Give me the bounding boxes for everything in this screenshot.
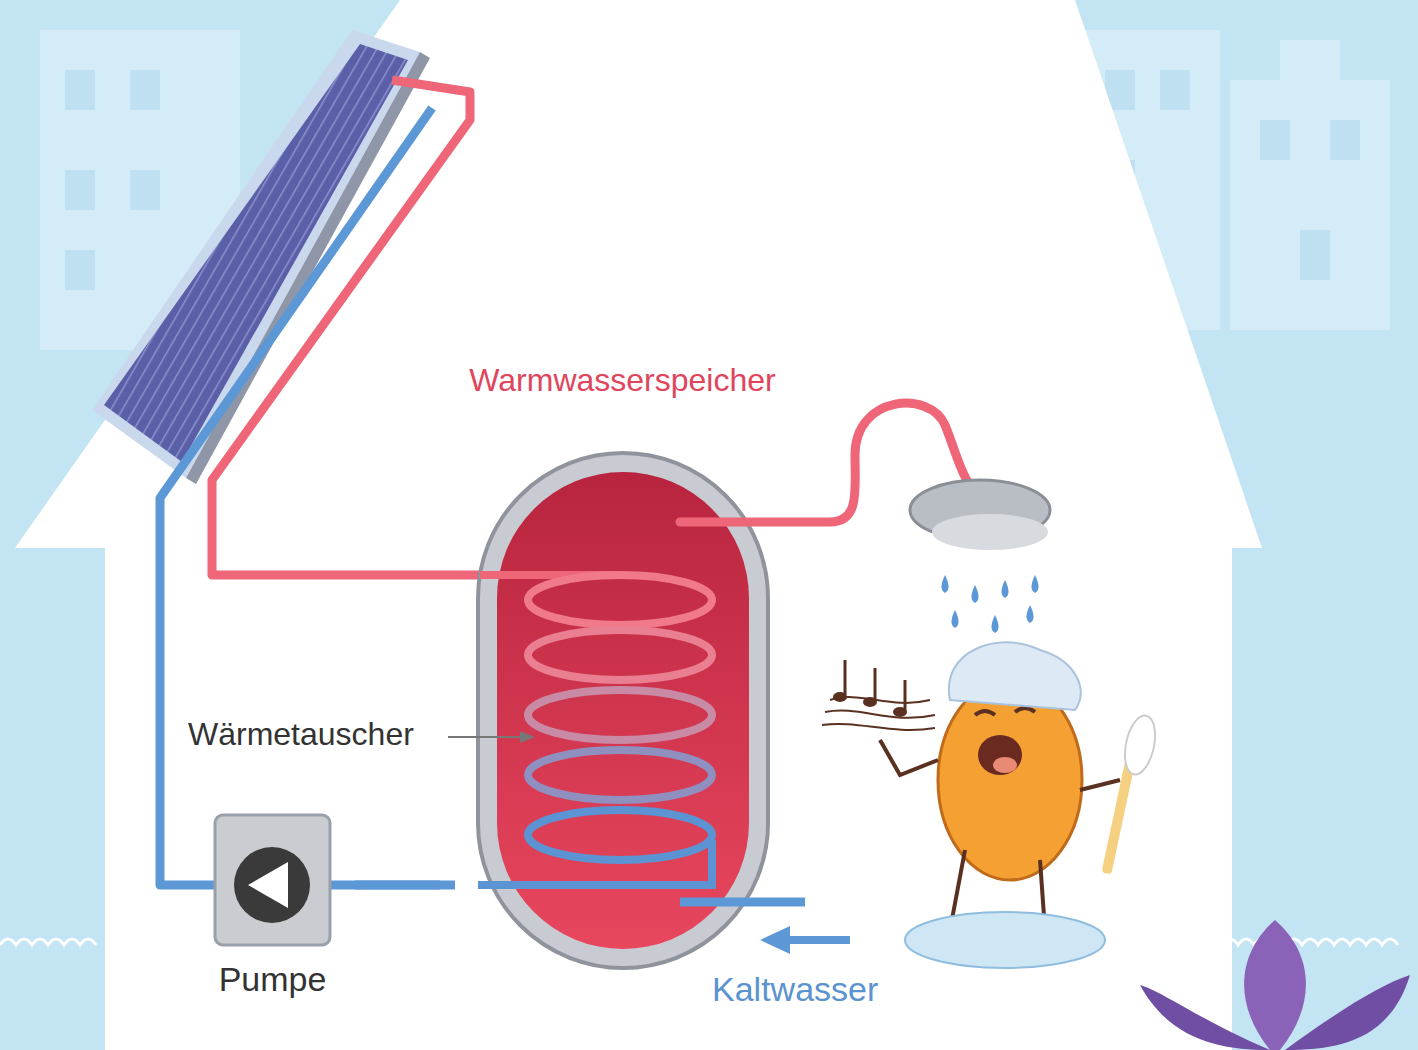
- flow-arrow: [785, 936, 850, 944]
- water-drop: [992, 615, 999, 633]
- tank-heading: Warmwasserspeicher: [440, 362, 805, 399]
- solar-collector: [104, 44, 408, 462]
- cold-water-pipe: [680, 898, 805, 907]
- house-outline: [15, 0, 1262, 1050]
- collector-edge: [186, 52, 430, 484]
- flower: [1140, 920, 1410, 1050]
- cold-pipe: [330, 881, 455, 890]
- water-drop: [1002, 580, 1009, 598]
- water-drop: [942, 575, 949, 593]
- leader-arrow: [520, 731, 535, 743]
- hot-pipe: [212, 80, 500, 575]
- pump-node: Pumpe: [190, 810, 355, 1035]
- water-drop: [952, 610, 959, 628]
- pump-symbol: [190, 810, 355, 950]
- pump-label: Pumpe: [190, 810, 355, 999]
- callout-label: Wärmetauscher: [188, 716, 414, 753]
- pipe-label: Kaltwasser: [712, 970, 878, 1009]
- storage-tank-node: Warmwasserspeicher: [440, 362, 805, 968]
- cold-pipe: [160, 108, 432, 885]
- pipe-connector: [355, 881, 440, 890]
- water-drop: [1032, 575, 1039, 593]
- water-drop: [1027, 605, 1034, 623]
- grass: [0, 939, 96, 945]
- tank-shell: [478, 453, 768, 968]
- singing-character: [822, 642, 1160, 968]
- flow-arrow-head: [760, 926, 790, 954]
- heat-exchanger-coil: [478, 575, 712, 885]
- leader-line: [448, 736, 520, 738]
- water-drops: [942, 575, 1039, 633]
- shower-head: [910, 480, 1050, 550]
- water-drop: [972, 585, 979, 603]
